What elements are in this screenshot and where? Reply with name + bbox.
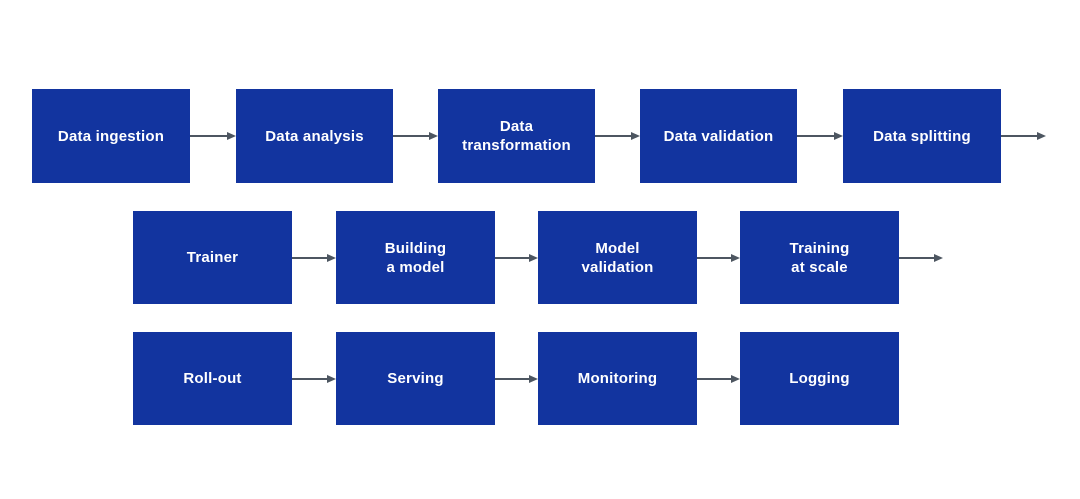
node-label: Data validation: [663, 127, 774, 145]
arrow-shaft: [1001, 134, 1037, 138]
node-label: Data transformation: [462, 118, 571, 154]
node-label: Data splitting: [873, 127, 971, 145]
arrow-head-icon: [327, 254, 336, 262]
arrow-head-icon: [529, 375, 538, 383]
node-building-a-model: Building a model: [336, 211, 495, 304]
node-label: Serving: [387, 370, 444, 387]
arrow-head-icon: [834, 132, 843, 140]
arrow-head-icon: [227, 132, 236, 140]
node-trainer: Trainer: [133, 211, 292, 304]
node-label: Data ingestion: [57, 127, 165, 145]
flow-continues-arrow: [899, 252, 943, 264]
arrow-head-icon: [327, 375, 336, 383]
arrow-head-icon: [1037, 132, 1046, 140]
arrow-shaft: [495, 256, 529, 260]
node-label: Trainer: [186, 249, 239, 266]
node-label: Training at scale: [789, 239, 850, 276]
flow-arrow: [595, 130, 640, 142]
arrow-shaft: [495, 377, 529, 381]
node-label: Monitoring: [577, 370, 658, 387]
node-label: Model validation: [581, 239, 654, 276]
node-label: Building a model: [384, 239, 447, 276]
arrow-head-icon: [429, 132, 438, 140]
node-model-validation: Model validation: [538, 211, 697, 304]
flow-arrow: [697, 252, 740, 264]
flow-arrow: [495, 373, 538, 385]
arrow-shaft: [595, 134, 631, 138]
flow-arrow: [495, 252, 538, 264]
arrow-shaft: [899, 256, 934, 260]
node-data-transformation: Data transformation: [438, 89, 595, 183]
node-data-splitting: Data splitting: [843, 89, 1001, 183]
node-data-ingestion: Data ingestion: [32, 89, 190, 183]
flow-continues-arrow: [1001, 130, 1046, 142]
node-monitoring: Monitoring: [538, 332, 697, 425]
node-label: Logging: [789, 370, 850, 387]
node-data-analysis: Data analysis: [236, 89, 393, 183]
flow-arrow: [292, 373, 336, 385]
arrow-head-icon: [731, 375, 740, 383]
flow-arrow: [292, 252, 336, 264]
arrow-shaft: [697, 256, 731, 260]
flow-arrow: [190, 130, 236, 142]
arrow-shaft: [190, 134, 227, 138]
arrow-shaft: [697, 377, 731, 381]
node-label: Roll-out: [183, 370, 242, 387]
node-logging: Logging: [740, 332, 899, 425]
arrow-shaft: [393, 134, 429, 138]
node-serving: Serving: [336, 332, 495, 425]
node-training-at-scale: Training at scale: [740, 211, 899, 304]
flow-arrow: [697, 373, 740, 385]
node-label: Data analysis: [265, 127, 364, 145]
arrow-shaft: [797, 134, 834, 138]
arrow-head-icon: [631, 132, 640, 140]
flow-arrow: [393, 130, 438, 142]
flow-arrow: [797, 130, 843, 142]
arrow-head-icon: [731, 254, 740, 262]
arrow-shaft: [292, 256, 327, 260]
node-data-validation: Data validation: [640, 89, 797, 183]
node-roll-out: Roll-out: [133, 332, 292, 425]
arrow-shaft: [292, 377, 327, 381]
arrow-head-icon: [529, 254, 538, 262]
arrow-head-icon: [934, 254, 943, 262]
